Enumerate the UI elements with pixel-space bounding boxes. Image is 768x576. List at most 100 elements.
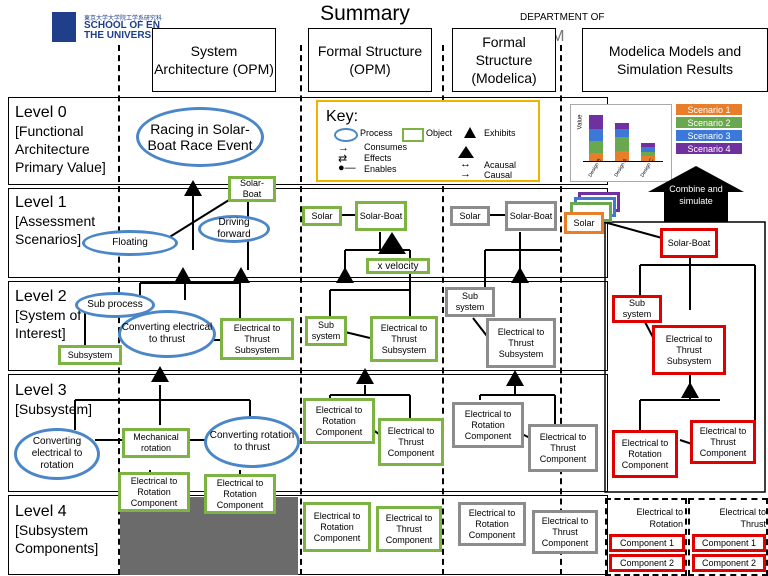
sim-l4-rotation-component-2: Component 2 [609,554,685,572]
logo-line-1: SCHOOL OF EN [84,20,160,31]
sim-electrical-thrust-subsystem: Electrical to Thrust Subsystem [652,325,726,375]
key-process: Process [360,128,393,138]
page-title: Summary [320,2,410,25]
bar-design-c [641,143,655,161]
chart-ylabel: Value [577,114,584,130]
level-3-desc: [Subsystem] [15,401,93,417]
key-consumes-icon: → [338,142,349,154]
key-exhibits-icon [464,127,476,138]
modelica-l4-electrical-rotation-component: Electrical to Rotation Component [458,502,526,546]
level-4-desc: [Subsystem Components] [15,522,99,556]
object-electrical-thrust-subsystem: Electrical to Thrust Subsystem [370,316,438,362]
key-consumes: Consumes [364,142,408,152]
object-electrical-thrust-subsystem: Electrical to Thrust Subsystem [220,318,294,360]
key-title: Key: [326,108,359,125]
scenario-legend-3: Scenario 3 [676,130,742,141]
key-enables: Enables [364,164,397,174]
exhibits-triangle [681,382,699,398]
modelica-solar-boat: Solar-Boat [505,201,557,231]
key-effects: Effects [364,153,392,163]
sim-l4-rotation-group: Electrical to Rotation Component 1 Compo… [605,498,687,576]
object-solar-boat: Solar-Boat [228,176,276,202]
column-separator [300,45,302,575]
exhibits-triangle [511,267,529,283]
sim-solar: Solar [564,212,604,234]
process-floating: Floating [82,230,178,256]
level-2-label: Level 2 [System of Interest] [15,288,120,342]
bar-design-a [615,123,629,161]
object-electrical-rotation-component: Electrical to Rotation Component [204,474,276,514]
object-solar: Solar [302,206,342,226]
object-l4-electrical-thrust-component: Electrical to Thrust Component [376,506,442,552]
column-header-system-architecture: System Architecture (OPM) [152,28,276,92]
level-1-desc: [Assessment Scenarios] [15,213,96,247]
sim-l4-thrust-component-2: Component 2 [692,554,766,572]
object-electrical-rotation-component: Electrical to Rotation Component [118,472,190,512]
logo-japanese-text: 東京大学大学院工学系研究科 [84,16,163,22]
object-electrical-rotation-component: Electrical to Rotation Component [303,398,375,444]
chart-axis [583,161,663,162]
key-process-icon [334,128,358,142]
modelica-l4-electrical-thrust-component: Electrical to Thrust Component [532,510,598,554]
key-acausal-icon: ↔ [460,158,471,170]
level-4-label: Level 4 [Subsystem Components] [15,503,120,557]
exhibits-triangle [378,232,406,254]
exhibits-triangle [184,180,202,196]
sim-l4-rotation-component-1: Component 1 [609,534,685,552]
level-3-title: Level 3 [15,382,67,399]
exhibits-triangle [336,267,354,283]
column-separator [560,45,562,575]
sim-l4-thrust-group: Electrical to Thrust Component 1 Compone… [688,498,768,576]
column-header-formal-structure-opm: Formal Structure (OPM) [308,28,432,92]
sim-electrical-rotation-component: Electrical to Rotation Component [612,430,678,478]
process-converting-electrical-thrust: Converting electrical to thrust [118,310,216,358]
logo-line-2: THE UNIVERSIT [84,30,161,41]
key-triangle-icon [458,146,474,158]
scenario-legend-4: Scenario 4 [676,143,742,154]
object-sub-system: Sub system [305,316,347,346]
attribute-x-velocity: x velocity [366,258,430,274]
object-mechanical-rotation: Mechanical rotation [122,428,190,458]
level-4-title: Level 4 [15,503,67,520]
process-converting-electrical-rotation: Converting electrical to rotation [14,428,100,480]
exhibits-triangle [151,366,169,382]
exhibits-triangle [506,370,524,386]
level-0-title: Level 0 [15,104,67,121]
bar-design-b [589,115,603,161]
modelica-sub-system: Sub system [445,287,495,317]
level-2-title: Level 2 [15,288,67,305]
object-electrical-thrust-component: Electrical to Thrust Component [378,418,444,466]
column-separator [442,45,444,575]
column-header-formal-structure-modelica: Formal Structure (Modelica) [452,28,556,92]
key-acausal: Acausal [484,160,517,170]
level-0-desc: [Functional Architecture Primary Value] [15,123,106,175]
level-2-desc: [System of Interest] [15,307,82,341]
university-logo-icon [52,12,76,42]
exhibits-triangle [356,368,374,384]
object-solar-boat: Solar-Boat [355,201,407,231]
combine-label: Combine and simulate [669,184,723,206]
sim-l4-rotation-title: Electrical to Rotation [636,507,683,529]
scenario-legend-1: Scenario 1 [676,104,742,115]
key-object: Object [426,128,453,138]
object-subsystem: Subsystem [58,345,122,365]
key-exhibits: Exhibits [484,128,516,138]
sim-l4-thrust-component-1: Component 1 [692,534,766,552]
level-1-label: Level 1 [Assessment Scenarios] [15,194,120,248]
sim-electrical-thrust-component: Electrical to Thrust Component [690,420,756,464]
process-driving-forward: Driving forward [198,215,270,243]
object-l4-electrical-rotation-component: Electrical to Rotation Component [303,502,371,552]
level-3-label: Level 3 [Subsystem] [15,382,120,418]
modelica-electrical-thrust-component: Electrical to Thrust Component [528,424,598,472]
process-converting-rotation-thrust: Converting rotation to thrust [204,416,300,468]
level-1-title: Level 1 [15,194,67,211]
process-racing: Racing in Solar-Boat Race Event [136,107,264,167]
combine-arrow-body [664,192,728,222]
modelica-electrical-thrust-subsystem: Electrical to Thrust Subsystem [486,318,556,368]
department-label: DEPARTMENT OF [520,12,605,23]
exhibits-triangle [174,267,192,283]
exhibits-triangle [232,267,250,283]
modelica-solar: Solar [450,206,490,226]
modelica-electrical-rotation-component: Electrical to Rotation Component [452,402,524,448]
key-object-icon [402,128,424,142]
